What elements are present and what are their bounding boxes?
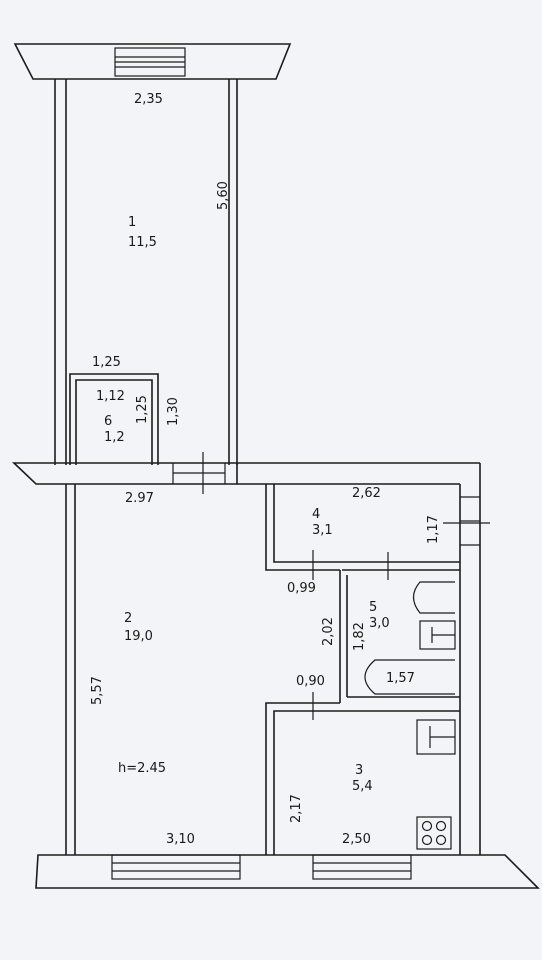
closet-width-outer: 1,25 (92, 355, 121, 370)
room-3-width: 2,50 (342, 832, 371, 847)
kitchen-sink (416, 719, 456, 755)
room-2-length: 5,57 (90, 676, 105, 705)
closet-width-inner: 1,12 (96, 389, 125, 404)
ceiling-height-label: h=2.45 (118, 761, 166, 776)
room-2-top-width: 2.97 (125, 491, 154, 506)
room-5-area: 3,0 (369, 616, 390, 631)
right-wall (443, 463, 490, 855)
bath-length: 1,57 (386, 671, 415, 686)
room-4-width: 2,62 (352, 486, 381, 501)
room-2-number: 2 (124, 611, 132, 626)
room-3-number: 3 (355, 763, 363, 778)
room-4-door-width: 0,99 (287, 581, 316, 596)
room-5-walls (339, 570, 460, 703)
bottom-wall (35, 854, 540, 889)
closet-walls (69, 373, 159, 465)
room-5-number: 5 (369, 600, 377, 615)
room-1-walls (54, 79, 238, 465)
top-window (13, 43, 292, 80)
bathtub (364, 659, 455, 695)
sink (412, 581, 455, 614)
room-4-area: 3,1 (312, 523, 333, 538)
room-5-length-b: 1,82 (352, 622, 367, 651)
closet-depth-outer: 1,30 (166, 397, 181, 426)
room-1-number: 1 (128, 215, 136, 230)
room-3-length: 2,17 (289, 794, 304, 823)
top-width-label: 2,35 (134, 92, 163, 107)
room-1-area: 11,5 (128, 235, 157, 250)
room-2-bottom-width: 3,10 (166, 832, 195, 847)
room-3-area: 5,4 (352, 779, 373, 794)
room-4-number: 4 (312, 507, 320, 522)
partition-wall (12, 452, 480, 494)
room-4-walls (265, 484, 460, 580)
room-3-door-width: 0,90 (296, 674, 325, 689)
closet-area: 1,2 (104, 430, 125, 445)
closet-depth-inner: 1,25 (135, 395, 150, 424)
room-4-length: 1,17 (426, 515, 441, 544)
room-2-area: 19,0 (124, 629, 153, 644)
room-3-walls (265, 692, 460, 855)
stove (416, 816, 452, 850)
balcony-length-label: 5,60 (216, 181, 231, 210)
closet-number: 6 (104, 414, 112, 429)
toilet (419, 620, 456, 650)
room-2-walls (65, 484, 76, 855)
room-5-length-a: 2,02 (321, 617, 336, 646)
